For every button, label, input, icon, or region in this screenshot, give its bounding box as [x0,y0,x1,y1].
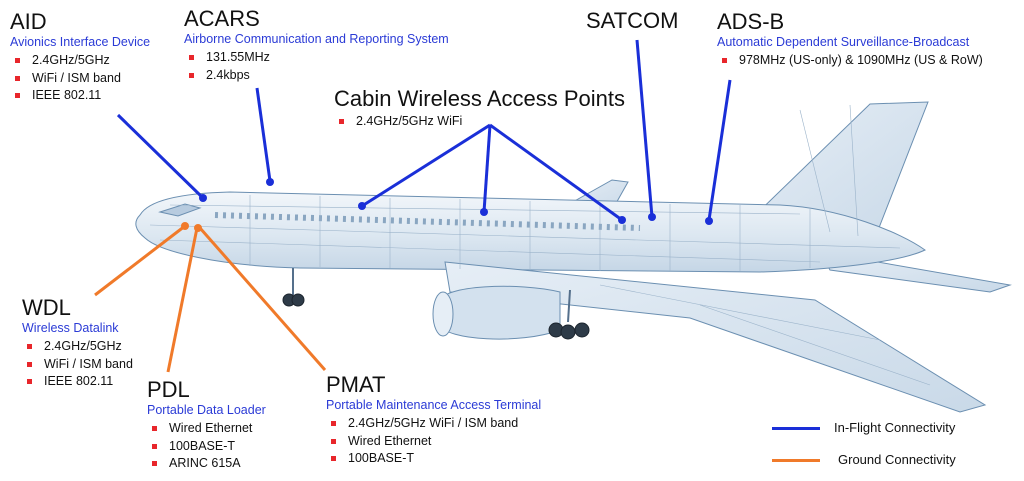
aircraft-wireframe [135,101,1012,413]
cabin-spec-item: 2.4GHz/5GHz WiFi [334,113,625,131]
fuselage [135,191,926,273]
connector-aid [116,113,205,200]
legend-item-ground: Ground Connectivity [772,450,1012,470]
acars-subtitle: Airborne Communication and Reporting Sys… [184,32,449,46]
connector-cabin-1 [361,123,491,208]
adsb-spec-list: 978MHz (US-only) & 1090MHz (US & RoW) [717,52,983,70]
satcom-title: SATCOM [586,8,679,33]
aid-title: AID [10,9,47,34]
aid-subtitle: Avionics Interface Device [10,35,151,49]
pdl-title: PDL [147,377,190,402]
acars-spec-item: 2.4kbps [184,67,449,85]
wdl-title: WDL [22,295,71,320]
nose-gear [282,268,305,307]
pmat-spec-item: Wired Ethernet [326,433,541,451]
satcom-label-block: SATCOM [586,9,678,33]
connector-pdl [166,227,199,373]
acars-title: ACARS [184,6,260,31]
adsb-spec-item: 978MHz (US-only) & 1090MHz (US & RoW) [717,52,983,70]
wdl-spec-list: 2.4GHz/5GHz WiFi / ISM band IEEE 802.11 [22,338,133,391]
main-gear [548,289,590,340]
adsb-title: ADS-B [717,9,785,34]
wdl-label-block: WDL Wireless Datalink 2.4GHz/5GHz WiFi /… [22,296,133,391]
adsb-label-block: ADS-B Automatic Dependent Surveillance-B… [717,10,983,70]
wdl-spec-item: IEEE 802.11 [22,373,133,391]
wdl-spec-item: 2.4GHz/5GHz [22,338,133,356]
aid-label-block: AID Avionics Interface Device 2.4GHz/5GH… [10,10,150,105]
pdl-spec-item: 100BASE-T [147,438,266,456]
aid-spec-list: 2.4GHz/5GHz WiFi / ISM band IEEE 802.11 [10,52,150,105]
aid-spec-item: IEEE 802.11 [10,87,150,105]
in-flight-connectors [116,39,732,222]
legend-item-in-flight: In-Flight Connectivity [772,418,1012,438]
adsb-subtitle: Automatic Dependent Surveillance-Broadca… [717,35,970,49]
cockpit-window [158,203,202,217]
pmat-spec-item: 2.4GHz/5GHz WiFi / ISM band [326,415,541,433]
pdl-subtitle: Portable Data Loader [147,403,266,417]
pmat-label-block: PMAT Portable Maintenance Access Termina… [326,373,541,468]
ground-endpoints [181,222,202,232]
near-wing [444,261,987,413]
pmat-title: PMAT [326,372,386,397]
cabin-label-block: Cabin Wireless Access Points 2.4GHz/5GHz… [334,87,625,131]
ground-connectors [94,224,327,373]
connector-cabin-2 [482,124,492,213]
engine-nacelle [439,285,561,340]
cabin-spec-list: 2.4GHz/5GHz WiFi [334,113,625,131]
connector-acars [255,87,272,182]
connector-pmat [198,227,327,371]
pdl-label-block: PDL Portable Data Loader Wired Ethernet … [147,378,266,473]
pmat-spec-item: 100BASE-T [326,450,541,468]
in-flight-endpoints [199,178,713,225]
connector-satcom [635,39,654,218]
legend-swatch-in-flight [772,427,820,430]
connector-wdl [94,224,186,297]
pdl-spec-item: ARINC 615A [147,455,266,473]
acars-spec-list: 131.55MHz 2.4kbps [184,49,449,84]
acars-label-block: ACARS Airborne Communication and Reporti… [184,7,449,84]
connector-cabin-3 [489,123,623,222]
wdl-spec-item: WiFi / ISM band [22,356,133,374]
acars-spec-item: 131.55MHz [184,49,449,67]
legend: In-Flight Connectivity Ground Connectivi… [772,418,1012,474]
engine-intake [432,291,454,337]
legend-label-ground: Ground Connectivity [838,452,956,467]
window-band [214,212,641,231]
pdl-spec-list: Wired Ethernet 100BASE-T ARINC 615A [147,420,266,473]
wdl-subtitle: Wireless Datalink [22,321,119,335]
aid-spec-item: 2.4GHz/5GHz [10,52,150,70]
aid-spec-item: WiFi / ISM band [10,70,150,88]
legend-label-in-flight: In-Flight Connectivity [834,420,956,435]
connector-adsb [707,79,732,221]
pmat-spec-list: 2.4GHz/5GHz WiFi / ISM band Wired Ethern… [326,415,541,468]
legend-swatch-ground [772,459,820,462]
pmat-subtitle: Portable Maintenance Access Terminal [326,398,542,412]
cabin-title: Cabin Wireless Access Points [334,86,625,111]
pdl-spec-item: Wired Ethernet [147,420,266,438]
